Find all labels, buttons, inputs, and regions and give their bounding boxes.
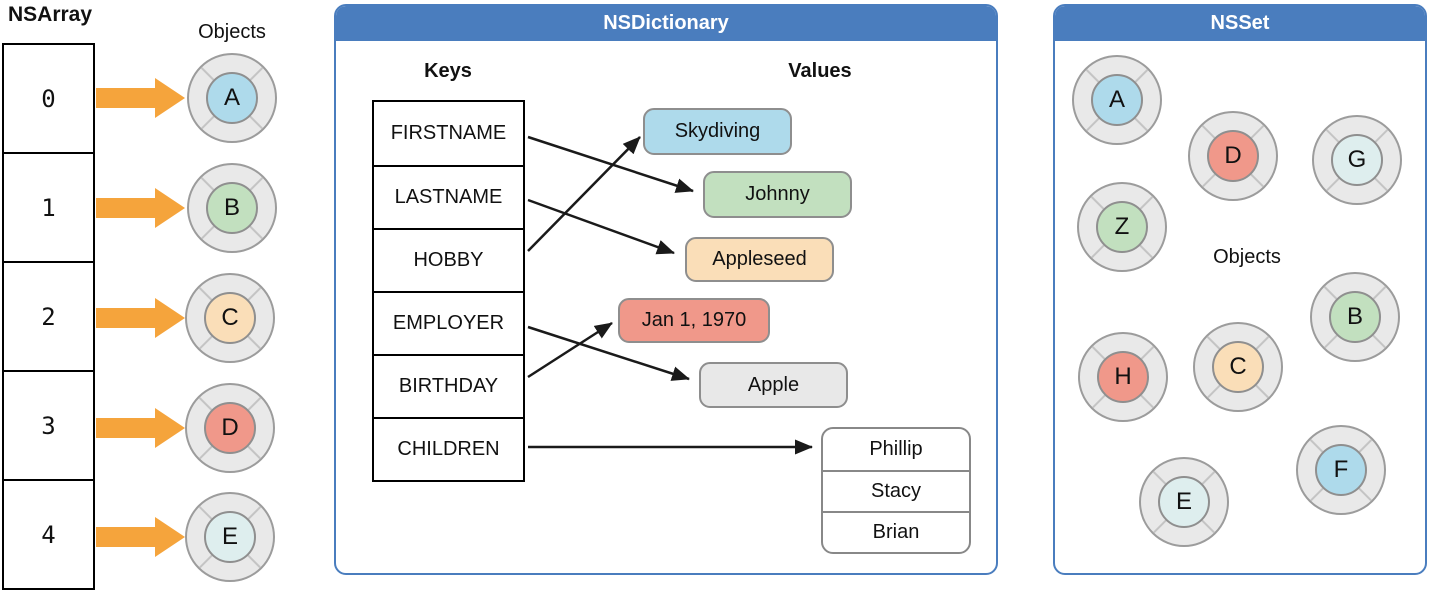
object-letter: Z: [1096, 201, 1148, 253]
array-index-cell: 2: [4, 261, 93, 370]
nsset-objects-label: Objects: [1213, 246, 1281, 268]
value-pill-appleseed: Appleseed: [685, 237, 834, 282]
array-index-cell: 1: [4, 152, 93, 261]
key-cell: LASTNAME: [374, 165, 523, 228]
nsarray-objects-label: Objects: [198, 21, 266, 43]
array-object-token-a: A: [187, 53, 277, 143]
key-cell: EMPLOYER: [374, 291, 523, 354]
nsset-header: NSSet: [1055, 6, 1425, 41]
key-cell: HOBBY: [374, 228, 523, 291]
object-letter: D: [1207, 130, 1259, 182]
object-letter: B: [206, 182, 258, 234]
child-cell: Phillip: [869, 438, 923, 460]
array-index-cell: 3: [4, 370, 93, 479]
set-object-token-z: Z: [1077, 182, 1167, 272]
object-letter: E: [1158, 476, 1210, 528]
value-pill-apple: Apple: [699, 362, 848, 408]
set-object-token-c: C: [1193, 322, 1283, 412]
object-letter: A: [1091, 74, 1143, 126]
keys-column-label: Keys: [424, 60, 472, 82]
object-letter: C: [1212, 341, 1264, 393]
object-letter: E: [204, 511, 256, 563]
key-cell: BIRTHDAY: [374, 354, 523, 417]
array-object-token-c: C: [185, 273, 275, 363]
key-cell: CHILDREN: [374, 417, 523, 480]
set-object-token-d: D: [1188, 111, 1278, 201]
set-object-token-h: H: [1078, 332, 1168, 422]
value-pill-johnny: Johnny: [703, 171, 852, 218]
nsset-title: NSSet: [1210, 12, 1270, 34]
values-column-label: Values: [788, 60, 852, 82]
array-object-token-b: B: [187, 163, 277, 253]
array-object-token-e: E: [185, 492, 275, 582]
object-letter: D: [204, 402, 256, 454]
object-letter: G: [1331, 134, 1383, 186]
value-pill-skydiving: Skydiving: [643, 108, 792, 155]
set-object-token-g: G: [1312, 115, 1402, 205]
key-cell: FIRSTNAME: [390, 122, 507, 144]
nsarray-index-table: 0 1 2 3 4: [2, 43, 95, 590]
child-cell: Stacy: [823, 470, 969, 511]
set-object-token-a: A: [1072, 55, 1162, 145]
object-letter: H: [1097, 351, 1149, 403]
array-object-token-d: D: [185, 383, 275, 473]
array-index-cell: 0: [41, 84, 56, 113]
value-pill-birthdate: Jan 1, 1970: [618, 298, 770, 343]
object-letter: C: [204, 292, 256, 344]
array-index-cell: 4: [4, 479, 93, 588]
dictionary-keys-table: FIRSTNAME LASTNAME HOBBY EMPLOYER BIRTHD…: [372, 100, 525, 482]
nsdictionary-header: NSDictionary: [336, 6, 996, 41]
set-object-token-f: F: [1296, 425, 1386, 515]
object-letter: F: [1315, 444, 1367, 496]
object-letter: A: [206, 72, 258, 124]
child-cell: Brian: [823, 511, 969, 552]
object-letter: B: [1329, 291, 1381, 343]
nsdictionary-title: NSDictionary: [603, 12, 729, 34]
children-list-table: Phillip Stacy Brian: [821, 427, 971, 554]
set-object-token-b: B: [1310, 272, 1400, 362]
set-object-token-e: E: [1139, 457, 1229, 547]
nsarray-title: NSArray: [8, 3, 93, 26]
